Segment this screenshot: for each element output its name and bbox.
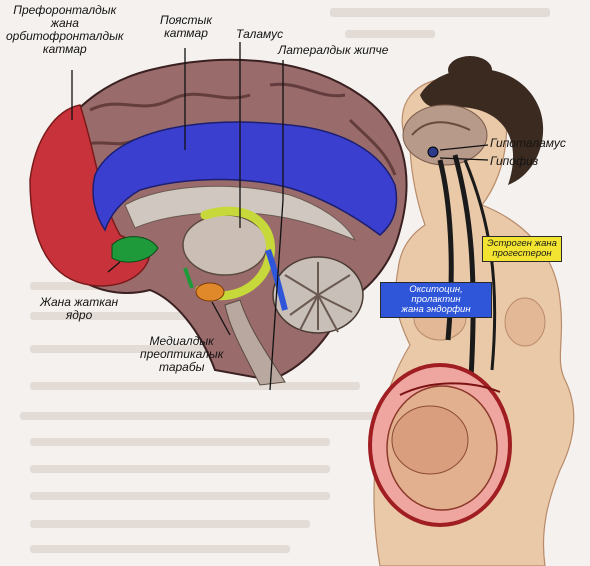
label-pituitary: Гипофиз xyxy=(490,155,538,168)
estrogen-box-line2: прогестерон xyxy=(487,249,557,259)
label-preoptic-line3: тарабы xyxy=(140,361,223,374)
label-cingulate: Поястык катмар xyxy=(160,14,212,40)
label-hypothalamus: Гипоталамус xyxy=(490,137,566,150)
label-accumbens: Жана жаткан ядро xyxy=(40,296,118,322)
label-preoptic: Медиалдык преоптикалык тарабы xyxy=(140,335,223,374)
label-lateral-septum: Латералдык жипче xyxy=(278,44,388,57)
estrogen-box: Эстроген жана прогестерон xyxy=(482,236,562,262)
label-cingulate-line2: катмар xyxy=(160,27,212,40)
label-prefrontal: Префоронталдык жана орбитофронталдык кат… xyxy=(6,4,124,56)
label-accumbens-line2: ядро xyxy=(40,309,118,322)
oxytocin-box: Окситоцин, пролактин жана эндорфин xyxy=(380,282,492,318)
label-prefrontal-line4: катмар xyxy=(6,43,124,56)
oxytocin-box-line1: Окситоцин, пролактин xyxy=(385,285,487,305)
label-thalamus: Таламус xyxy=(236,28,283,41)
oxytocin-box-line2: жана эндорфин xyxy=(385,305,487,315)
